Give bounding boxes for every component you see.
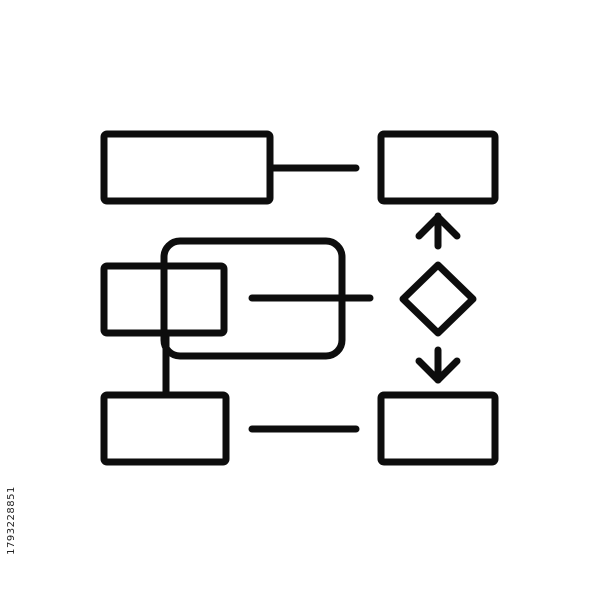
arrow-down-icon: [415, 346, 461, 384]
bottom-left-node: [100, 391, 230, 466]
top-right-node: [377, 130, 499, 205]
decision-diamond: [399, 261, 477, 337]
top-left-node: [100, 130, 274, 205]
image-id-label-container: 1793228851: [4, 465, 18, 575]
arrow-up-icon: [415, 212, 461, 250]
bottom-right-node: [377, 391, 499, 466]
image-id-label: 1793228851: [5, 485, 17, 555]
